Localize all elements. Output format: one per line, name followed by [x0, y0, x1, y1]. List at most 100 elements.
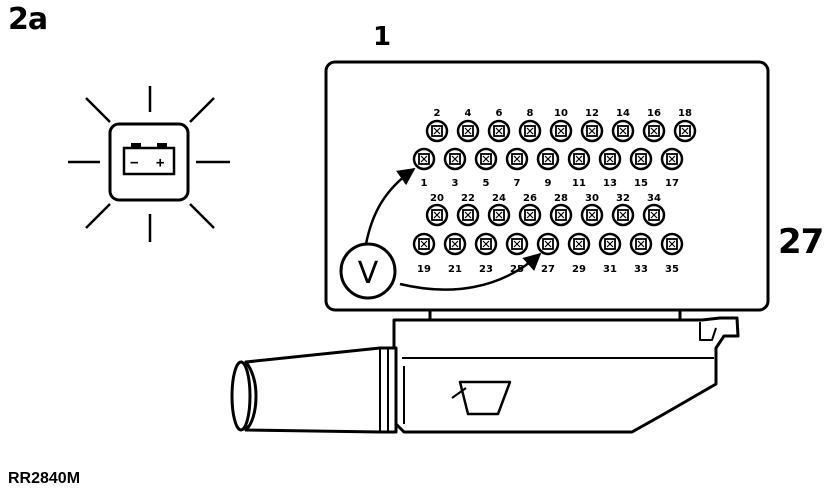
- terminal-pin-contact: [420, 155, 428, 163]
- pin-number-label: 11: [572, 178, 586, 189]
- terminal-pin-contact: [526, 127, 534, 135]
- terminal-pin: 13: [598, 147, 622, 189]
- terminal-pin: 28: [549, 193, 573, 227]
- pin-number-label: 27: [541, 264, 555, 275]
- terminal-pin-contact: [619, 127, 627, 135]
- pin-number-label: 19: [417, 264, 431, 275]
- terminal-pin: 31: [598, 232, 622, 275]
- terminal-pin-contact: [650, 127, 658, 135]
- terminal-pin: 18: [673, 108, 697, 143]
- terminal-pin: 35: [660, 232, 684, 275]
- voltmeter: V: [339, 167, 542, 300]
- terminal-pin-contact: [575, 155, 583, 163]
- terminal-pin: 26: [518, 193, 542, 227]
- terminal-pin-contact: [637, 240, 645, 248]
- terminal-pin-contact: [544, 155, 552, 163]
- terminal-pin-contact: [513, 155, 521, 163]
- terminal-pin-contact: [606, 240, 614, 248]
- probe-lead-pin-27: [399, 252, 542, 291]
- terminal-pin-contact: [451, 240, 459, 248]
- connector-plug-body: [230, 304, 740, 434]
- pin-number-label: 15: [634, 178, 648, 189]
- pin-number-label: 33: [634, 264, 648, 275]
- figure-label: 2a: [8, 2, 48, 37]
- terminal-pin: 2: [425, 108, 449, 143]
- pin-number-label: 12: [585, 108, 599, 119]
- terminal-pin-contact: [451, 155, 459, 163]
- terminal-pin-contact: [544, 240, 552, 248]
- pin-number-label: 23: [479, 264, 493, 275]
- terminal-pin: 17: [660, 147, 684, 189]
- terminal-pin-contact: [668, 240, 676, 248]
- terminal-pin: 1: [412, 147, 436, 189]
- terminal-pin: 34: [642, 193, 666, 227]
- terminal-pin-contact: [420, 240, 428, 248]
- callout-connector: 1: [373, 22, 392, 52]
- reference-code: RR2840M: [8, 470, 81, 487]
- battery-plus-sign: +: [156, 155, 164, 171]
- terminal-pin: 16: [642, 108, 666, 143]
- terminal-pin: 30: [580, 193, 604, 227]
- pin-number-label: 9: [545, 178, 552, 189]
- terminal-pin-contact: [482, 155, 490, 163]
- callout-pin: 27: [778, 222, 824, 262]
- terminal-pin: 24: [487, 193, 511, 227]
- terminal-pin: 3: [443, 147, 467, 189]
- terminal-pin-contact: [650, 211, 658, 219]
- terminal-pin: 5: [474, 147, 498, 189]
- terminal-pin-contact: [433, 211, 441, 219]
- pin-number-label: 1: [421, 178, 428, 189]
- terminal-pin-contact: [606, 155, 614, 163]
- pin-number-label: 10: [554, 108, 568, 119]
- terminal-pin: 29: [567, 232, 591, 275]
- terminal-pin: 23: [474, 232, 498, 275]
- pin-number-label: 35: [665, 264, 679, 275]
- pin-number-label: 32: [616, 193, 630, 204]
- terminal-pin-contact: [575, 240, 583, 248]
- pin-number-label: 16: [647, 108, 661, 119]
- pin-number-label: 28: [554, 193, 568, 204]
- pin-number-label: 21: [448, 264, 462, 275]
- pin-number-label: 29: [572, 264, 586, 275]
- terminal-pin: 11: [567, 147, 591, 189]
- terminal-pin-contact: [588, 127, 596, 135]
- terminal-pin-contact: [668, 155, 676, 163]
- terminal-pin-contact: [495, 211, 503, 219]
- terminal-pin-contact: [482, 240, 490, 248]
- terminal-pin-contact: [557, 211, 565, 219]
- pin-number-label: 13: [603, 178, 617, 189]
- battery-warning-lamp: − +: [68, 86, 230, 242]
- pin-number-label: 34: [647, 193, 661, 204]
- terminal-pin: 7: [505, 147, 529, 189]
- probe-lead-pin-1: [364, 167, 416, 245]
- terminal-pin-contact: [588, 211, 596, 219]
- pin-number-label: 2: [434, 108, 441, 119]
- terminal-pin-contact: [681, 127, 689, 135]
- pin-number-label: 18: [678, 108, 692, 119]
- terminal-pin-contact: [464, 211, 472, 219]
- pin-number-label: 5: [483, 178, 490, 189]
- pin-number-label: 20: [430, 193, 444, 204]
- pin-number-label: 7: [514, 178, 521, 189]
- terminal-pin-contact: [513, 240, 521, 248]
- terminal-pin-contact: [557, 127, 565, 135]
- terminal-pin-contact: [526, 211, 534, 219]
- terminal-pin-contact: [637, 155, 645, 163]
- terminal-pin: 4: [456, 108, 480, 143]
- terminal-pin-contact: [433, 127, 441, 135]
- terminal-pin: 10: [549, 108, 573, 143]
- terminal-pin: 20: [425, 193, 449, 227]
- pin-number-label: 17: [665, 178, 679, 189]
- pin-number-label: 3: [452, 178, 459, 189]
- terminal-pin-contact: [464, 127, 472, 135]
- terminal-pin: 27: [536, 232, 560, 275]
- terminal-pin: 9: [536, 147, 560, 189]
- lamp-rays: [68, 86, 230, 242]
- battery-minus-sign: −: [130, 155, 138, 171]
- pin-number-label: 30: [585, 193, 599, 204]
- terminal-pin: 12: [580, 108, 604, 143]
- terminal-pin: 22: [456, 193, 480, 227]
- pin-number-label: 8: [527, 108, 534, 119]
